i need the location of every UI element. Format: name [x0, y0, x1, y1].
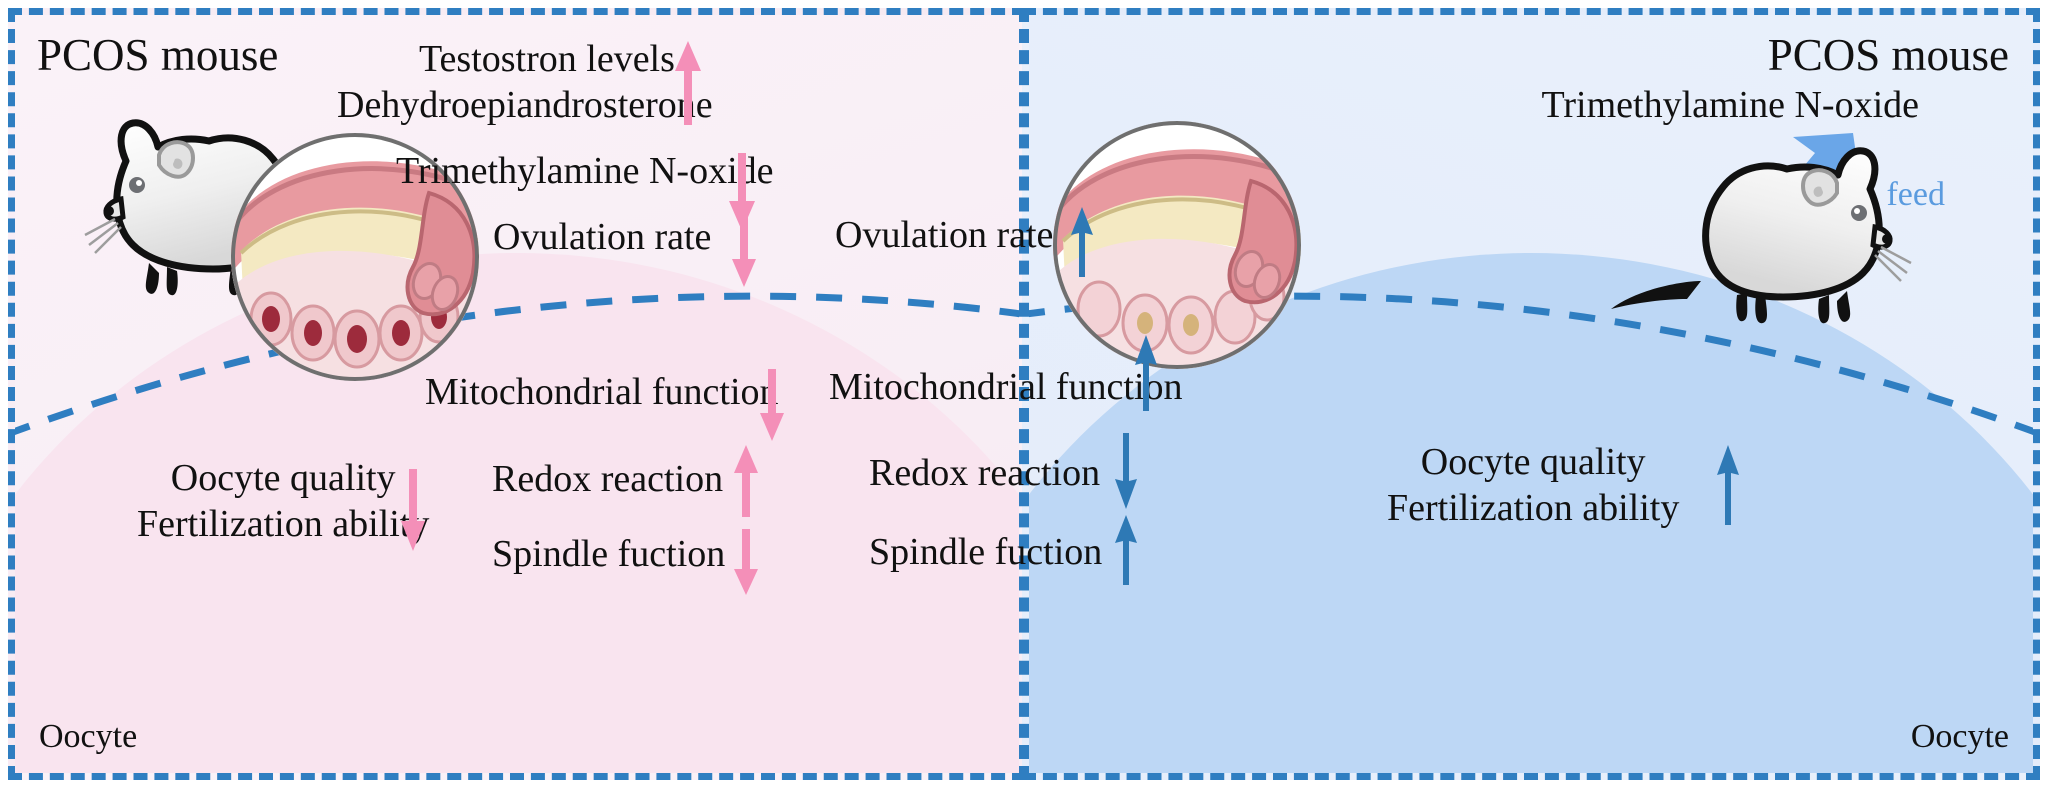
left-oocyte-quality-line1: Oocyte quality — [170, 457, 396, 499]
arrow-up-blue-mitochondrial — [1133, 333, 1159, 413]
right-oocyte-quality-line2: Fertilization ability — [1387, 487, 1680, 530]
right-oocyte-quality-line1: Oocyte quality — [1420, 441, 1646, 483]
right-item-mitochondrial-label: Mitochondrial function — [829, 366, 1183, 408]
feed-label: feed — [1886, 176, 1945, 213]
left-oocyte-quality-line2: Fertilization ability — [137, 503, 430, 546]
arrow-up-pink-testosterone — [673, 37, 703, 127]
left-item-testosterone-label: Testostron levels — [419, 38, 675, 80]
left-oocyte-quality-group: Oocyte quality Fertilization ability — [137, 455, 429, 548]
arrow-down-pink-ovulation — [729, 213, 759, 291]
arrow-down-pink-tmao — [727, 151, 757, 235]
left-panel-title: PCOS mouse — [37, 30, 279, 80]
left-item-ovulation-label: Ovulation rate — [493, 216, 712, 258]
arrow-up-blue-ovulation — [1069, 205, 1095, 279]
left-item-redox-label: Redox reaction — [492, 458, 724, 500]
right-panel-title: PCOS mouse — [1767, 30, 2009, 80]
left-item-tmao-label: Trimethylamine N-oxide — [396, 150, 774, 192]
left-item-dhea-label: Dehydroepiandrosterone — [337, 84, 713, 126]
left-corner-label-oocyte: Oocyte — [39, 718, 138, 755]
ovary-illustration-left — [231, 133, 479, 381]
right-panel-tmao-fed-mouse: PCOS mouse Trimethylamine N-oxide feed — [829, 8, 2040, 780]
left-item-spindle-label: Spindle fuction — [492, 533, 726, 575]
arrow-down-pink-oocyte-quality — [398, 467, 428, 555]
ovary-illustration-right — [1053, 121, 1301, 369]
mouse-illustration-right — [1603, 131, 1933, 336]
right-treatment-label: Trimethylamine N-oxide — [1541, 84, 1920, 126]
arrow-up-pink-redox — [731, 441, 761, 519]
arrow-up-blue-oocyte-quality — [1715, 443, 1741, 527]
right-corner-label-oocyte: Oocyte — [1910, 718, 2009, 755]
arrow-down-blue-redox — [1113, 431, 1139, 511]
right-item-ovulation-label: Ovulation rate — [835, 214, 1054, 256]
left-item-mitochondrial-label: Mitochondrial function — [425, 371, 779, 413]
arrow-down-pink-spindle — [731, 527, 761, 599]
right-oocyte-quality-group: Oocyte quality Fertilization ability — [1387, 439, 1679, 532]
right-item-spindle-label: Spindle fuction — [869, 531, 1103, 573]
arrow-down-pink-mitochondrial — [757, 367, 787, 445]
arrow-up-blue-spindle — [1113, 513, 1139, 587]
right-item-redox-label: Redox reaction — [869, 452, 1101, 494]
